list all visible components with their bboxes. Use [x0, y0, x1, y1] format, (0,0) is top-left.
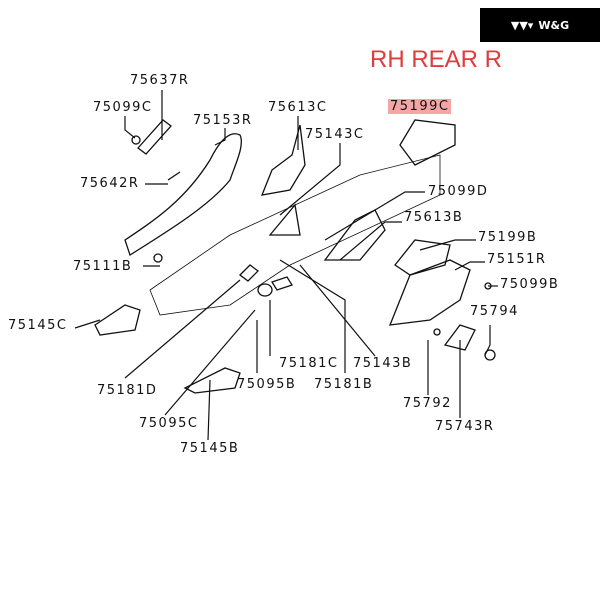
part-label-75095B: 75095B — [237, 377, 297, 392]
part-label-75181D: 75181D — [97, 383, 158, 398]
part-label-75095C: 75095C — [139, 416, 199, 431]
part-label-75637R: 75637R — [130, 73, 190, 88]
part-label-75099D: 75099D — [428, 184, 489, 199]
part-label-75143B: 75143B — [353, 356, 413, 371]
part-label-75153R: 75153R — [193, 113, 253, 128]
leader-lines — [74, 90, 498, 441]
part-label-75613C: 75613C — [268, 100, 328, 115]
part-label-75199B: 75199B — [478, 230, 538, 245]
brand-logo: ▼▼▾ W&G — [480, 8, 600, 42]
part-label-75792: 75792 — [403, 396, 452, 411]
part-label-75151R: 75151R — [487, 252, 547, 267]
triangles-logo-icon: ▼▼▾ — [510, 18, 534, 32]
part-label-75143C: 75143C — [305, 127, 365, 142]
part-label-75145B: 75145B — [180, 441, 240, 456]
logo-text: W&G — [538, 18, 570, 32]
part-label-75181C: 75181C — [279, 356, 339, 371]
part-label-75145C: 75145C — [8, 318, 68, 333]
part-label-75642R: 75642R — [80, 176, 140, 191]
part-label-75794: 75794 — [470, 304, 519, 319]
diagram-title: RH REAR R — [370, 46, 503, 73]
part-label-75199C-highlighted: 75199C — [388, 99, 452, 114]
part-label-75613B: 75613B — [404, 210, 464, 225]
part-label-75111B: 75111B — [73, 259, 133, 274]
part-label-75743R: 75743R — [435, 419, 495, 434]
part-label-75181B: 75181B — [314, 377, 374, 392]
part-label-75099B: 75099B — [500, 277, 560, 292]
part-shapes — [94, 119, 496, 394]
part-label-75099C: 75099C — [93, 100, 153, 115]
